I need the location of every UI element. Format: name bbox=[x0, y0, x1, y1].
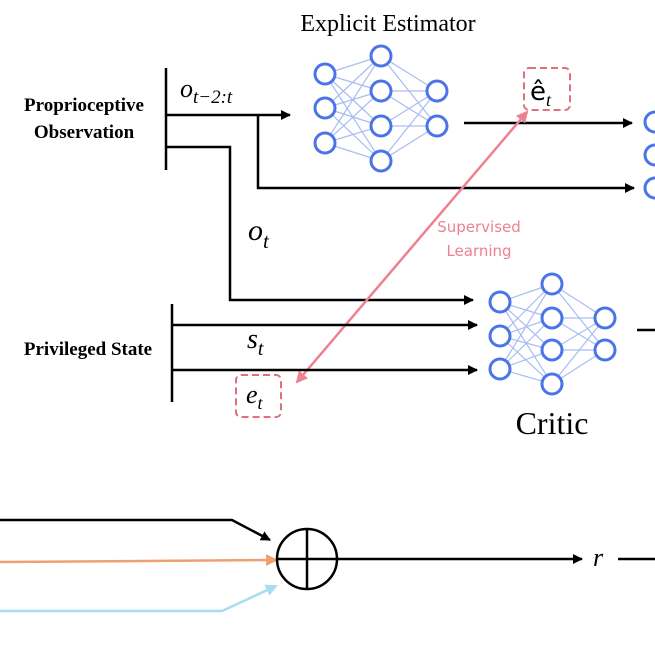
supervised-label-line2: Learning bbox=[446, 242, 511, 260]
reward-input-blue bbox=[0, 584, 278, 613]
critic-edge bbox=[551, 283, 606, 351]
s-t-label: st bbox=[247, 324, 264, 360]
critic-node bbox=[540, 272, 564, 296]
critic-network bbox=[488, 272, 617, 396]
e-hat-box bbox=[523, 67, 571, 111]
supervised-label-line1: Supervised bbox=[437, 218, 521, 236]
estimator-node bbox=[369, 149, 393, 173]
critic-edge bbox=[551, 317, 606, 385]
privileged-label: Privileged State bbox=[24, 339, 152, 360]
reward-label: r bbox=[593, 543, 604, 572]
e-t-box bbox=[235, 374, 282, 418]
critic-node bbox=[593, 306, 617, 330]
critic-label: Critic bbox=[516, 405, 589, 441]
estimator-node bbox=[313, 96, 337, 120]
critic-node bbox=[488, 290, 512, 314]
reward-input-black bbox=[0, 518, 271, 542]
critic-node bbox=[488, 324, 512, 348]
right-net-node bbox=[643, 176, 655, 200]
estimator-node bbox=[369, 114, 393, 138]
o-t-arrow bbox=[166, 145, 474, 305]
critic-node bbox=[540, 338, 564, 362]
critic-node bbox=[593, 338, 617, 362]
supervised-learning-arrow bbox=[295, 110, 529, 384]
estimator-node bbox=[369, 79, 393, 103]
right-partial-network bbox=[643, 110, 655, 200]
estimator-edge bbox=[324, 55, 382, 109]
estimator-node bbox=[369, 44, 393, 68]
estimator-node bbox=[425, 79, 449, 103]
critic-node bbox=[488, 357, 512, 381]
critic-node bbox=[540, 306, 564, 330]
critic-node bbox=[540, 372, 564, 396]
reward-input-orange bbox=[0, 554, 278, 567]
estimator-title: Explicit Estimator bbox=[300, 11, 475, 37]
right-net-node bbox=[643, 110, 655, 134]
estimator-network bbox=[313, 44, 449, 173]
o-hist-label: ot−2:t bbox=[180, 74, 233, 108]
proprio-label-line1: Proprioceptive bbox=[24, 95, 144, 116]
estimator-node bbox=[425, 114, 449, 138]
o-t-label: ot bbox=[248, 214, 270, 253]
estimator-node bbox=[313, 62, 337, 86]
e-t-label: et bbox=[246, 380, 264, 413]
estimator-node bbox=[313, 131, 337, 155]
proprio-label-line2: Observation bbox=[34, 122, 135, 143]
right-net-node bbox=[643, 143, 655, 167]
e-hat-label: êt bbox=[530, 77, 552, 110]
